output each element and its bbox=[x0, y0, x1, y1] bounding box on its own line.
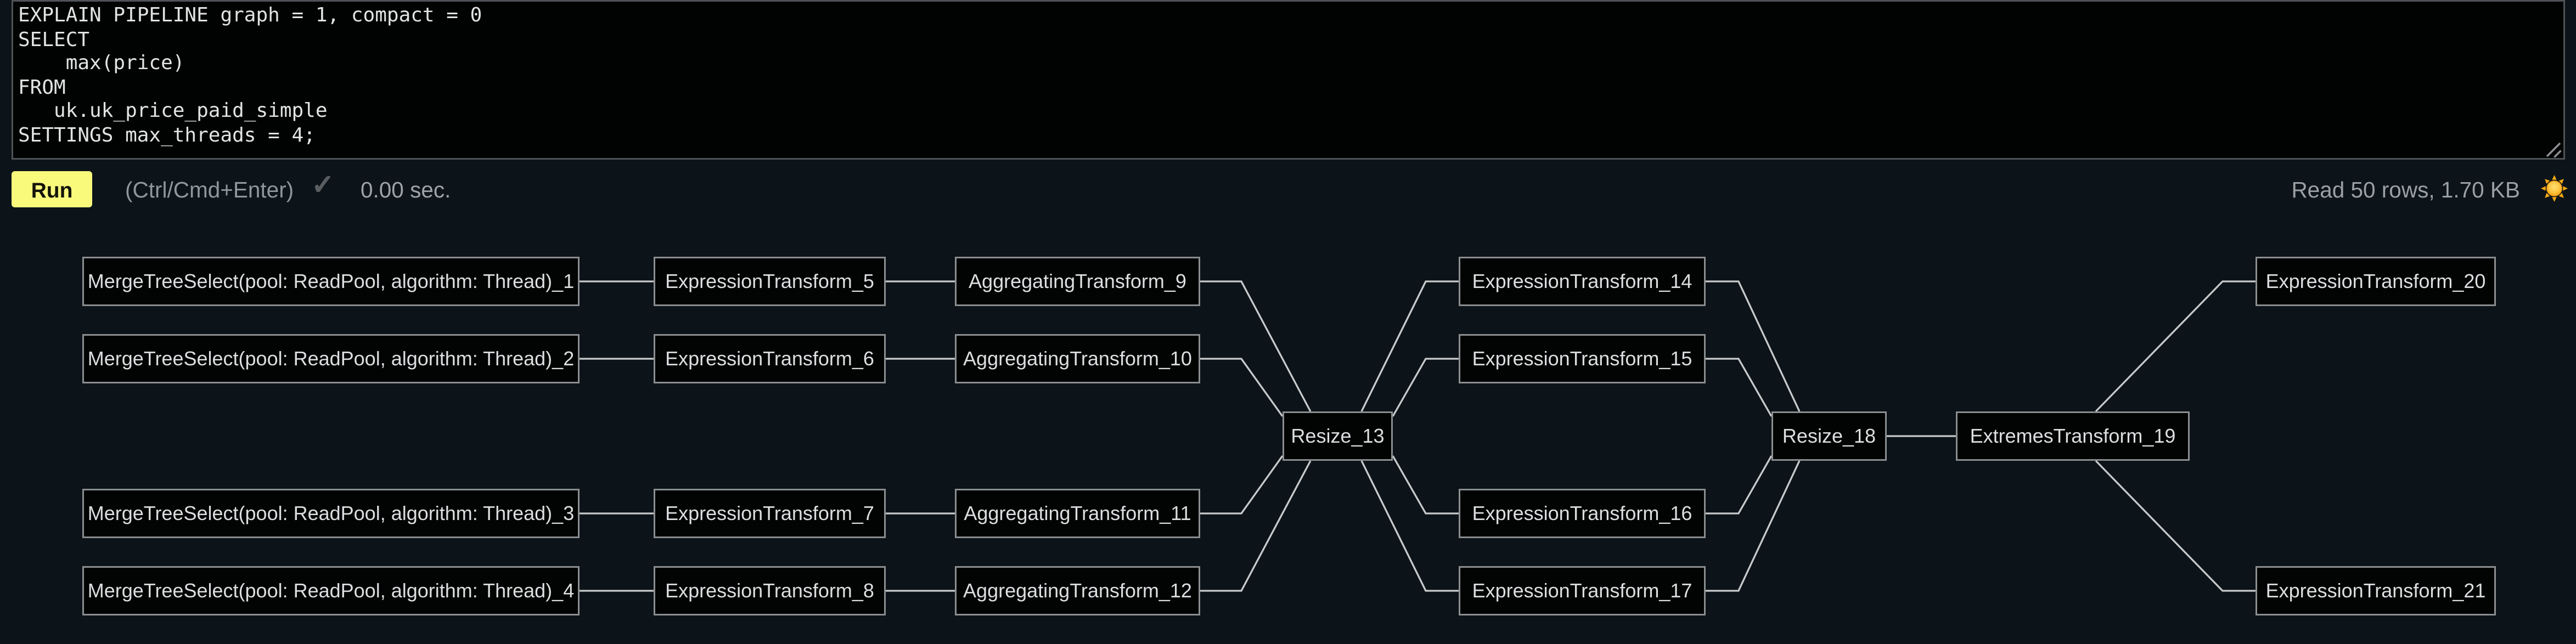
pipeline-node: Resize_18 bbox=[1771, 411, 1887, 461]
pipeline-node: ExpressionTransform_20 bbox=[2256, 257, 2496, 306]
shortcut-hint: (Ctrl/Cmd+Enter) bbox=[125, 178, 294, 202]
pipeline-edge bbox=[1200, 358, 1284, 417]
pipeline-edge bbox=[1705, 460, 1801, 592]
pipeline-node: AggregatingTransform_9 bbox=[955, 257, 1200, 306]
pipeline-node: AggregatingTransform_12 bbox=[955, 566, 1200, 615]
editor-resize-grip-icon[interactable] bbox=[2544, 140, 2563, 160]
pipeline-node: AggregatingTransform_10 bbox=[955, 334, 1200, 383]
pipeline-node: MergeTreeSelect(pool: ReadPool, algorith… bbox=[82, 489, 580, 538]
elapsed-time: 0.00 sec. bbox=[361, 178, 451, 202]
pipeline-node: ExpressionTransform_14 bbox=[1459, 257, 1706, 306]
read-stats: Read 50 rows, 1.70 KB bbox=[2291, 178, 2520, 202]
pipeline-edge bbox=[1705, 280, 1801, 412]
pipeline-node: MergeTreeSelect(pool: ReadPool, algorith… bbox=[82, 566, 580, 615]
success-check-icon: ✓ bbox=[311, 170, 335, 201]
pipeline-edge bbox=[1200, 280, 1312, 412]
pipeline-node: ExpressionTransform_16 bbox=[1459, 489, 1706, 538]
pipeline-edge bbox=[2095, 460, 2256, 592]
pipeline-edge bbox=[1705, 455, 1773, 515]
pipeline-node: ExpressionTransform_21 bbox=[2256, 566, 2496, 615]
pipeline-node: ExpressionTransform_15 bbox=[1459, 334, 1706, 383]
pipeline-edge bbox=[1392, 455, 1459, 515]
pipeline-node: ExpressionTransform_8 bbox=[654, 566, 886, 615]
theme-toggle[interactable] bbox=[2540, 174, 2568, 202]
pipeline-edge bbox=[1392, 358, 1459, 417]
pipeline-node: Resize_13 bbox=[1283, 411, 1393, 461]
pipeline-node: AggregatingTransform_11 bbox=[955, 489, 1200, 538]
sql-editor[interactable]: EXPLAIN PIPELINE graph = 1, compact = 0 … bbox=[12, 0, 2565, 160]
run-button[interactable]: Run bbox=[12, 171, 92, 207]
pipeline-node: ExpressionTransform_17 bbox=[1459, 566, 1706, 615]
pipeline-edge bbox=[1360, 460, 1459, 592]
pipeline-edge bbox=[1360, 280, 1459, 412]
pipeline-edge bbox=[1200, 455, 1284, 515]
pipeline-edge bbox=[2095, 280, 2256, 413]
pipeline-node: ExtremesTransform_19 bbox=[1956, 411, 2190, 461]
pipeline-node: MergeTreeSelect(pool: ReadPool, algorith… bbox=[82, 257, 580, 306]
sun-icon bbox=[2540, 175, 2567, 202]
pipeline-edge bbox=[1705, 358, 1773, 417]
pipeline-edge bbox=[1200, 460, 1312, 592]
toolbar: Run (Ctrl/Cmd+Enter) ✓ 0.00 sec. Read 50… bbox=[0, 160, 2576, 242]
pipeline-node: ExpressionTransform_5 bbox=[654, 257, 886, 306]
pipeline-node: ExpressionTransform_6 bbox=[654, 334, 886, 383]
pipeline-node: MergeTreeSelect(pool: ReadPool, algorith… bbox=[82, 334, 580, 383]
pipeline-node: ExpressionTransform_7 bbox=[654, 489, 886, 538]
